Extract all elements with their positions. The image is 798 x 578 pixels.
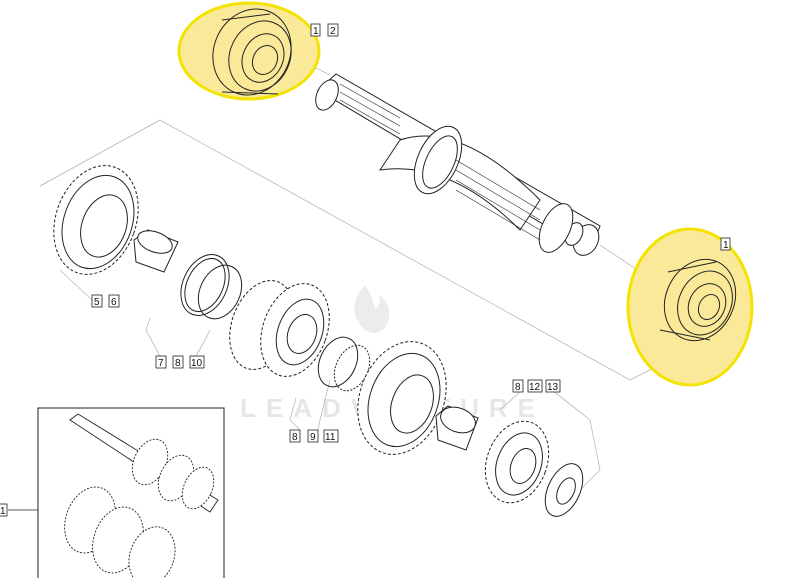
svg-text:13: 13 xyxy=(547,382,559,393)
callout-1-inset[interactable]: 1 xyxy=(0,503,8,517)
callout-5[interactable]: 5 xyxy=(91,294,103,308)
main-shaft xyxy=(315,73,601,256)
svg-text:1: 1 xyxy=(723,240,729,251)
svg-text:8: 8 xyxy=(515,382,521,393)
callout-1-top[interactable]: 1 xyxy=(310,23,321,37)
svg-text:2: 2 xyxy=(330,26,336,37)
callout-8-b[interactable]: 8 xyxy=(289,429,301,443)
svg-text:6: 6 xyxy=(111,297,117,308)
washer-13 xyxy=(544,463,584,517)
svg-text:5: 5 xyxy=(94,297,100,308)
callouts: 1 2 1 5 6 7 8 10 8 9 11 8 12 13 1 xyxy=(0,23,731,517)
callout-13[interactable]: 13 xyxy=(545,379,561,393)
svg-text:9: 9 xyxy=(310,432,316,443)
callout-7[interactable]: 7 xyxy=(155,355,167,369)
svg-text:1: 1 xyxy=(0,506,6,517)
callout-10[interactable]: 10 xyxy=(189,355,205,369)
assembly-inset xyxy=(8,407,225,578)
callout-6[interactable]: 6 xyxy=(108,294,120,308)
bushing-12 xyxy=(435,405,479,451)
highlight-top-bearing xyxy=(177,1,321,101)
callout-9[interactable]: 9 xyxy=(307,429,319,443)
svg-text:11: 11 xyxy=(325,432,336,443)
callout-11[interactable]: 11 xyxy=(323,429,339,443)
bearing-right xyxy=(659,258,737,342)
callout-12[interactable]: 12 xyxy=(527,379,543,393)
gear-large xyxy=(357,341,447,455)
circlip-7 xyxy=(180,254,243,320)
bearing-top xyxy=(212,8,292,96)
svg-text:8: 8 xyxy=(292,432,298,443)
callout-1-right[interactable]: 1 xyxy=(720,237,731,251)
bushing-6 xyxy=(133,229,179,273)
gear-5 xyxy=(53,165,139,275)
gear-cluster-middle xyxy=(229,280,330,377)
svg-text:7: 7 xyxy=(158,358,164,369)
callout-2-top[interactable]: 2 xyxy=(327,23,339,37)
callout-8-a[interactable]: 8 xyxy=(172,355,184,369)
svg-text:12: 12 xyxy=(529,382,541,393)
highlight-right-bearing xyxy=(626,227,754,387)
callout-8-c[interactable]: 8 xyxy=(512,379,524,393)
gear-small-13 xyxy=(484,420,550,504)
svg-text:10: 10 xyxy=(191,358,203,369)
svg-text:1: 1 xyxy=(313,26,319,37)
svg-text:8: 8 xyxy=(175,358,181,369)
